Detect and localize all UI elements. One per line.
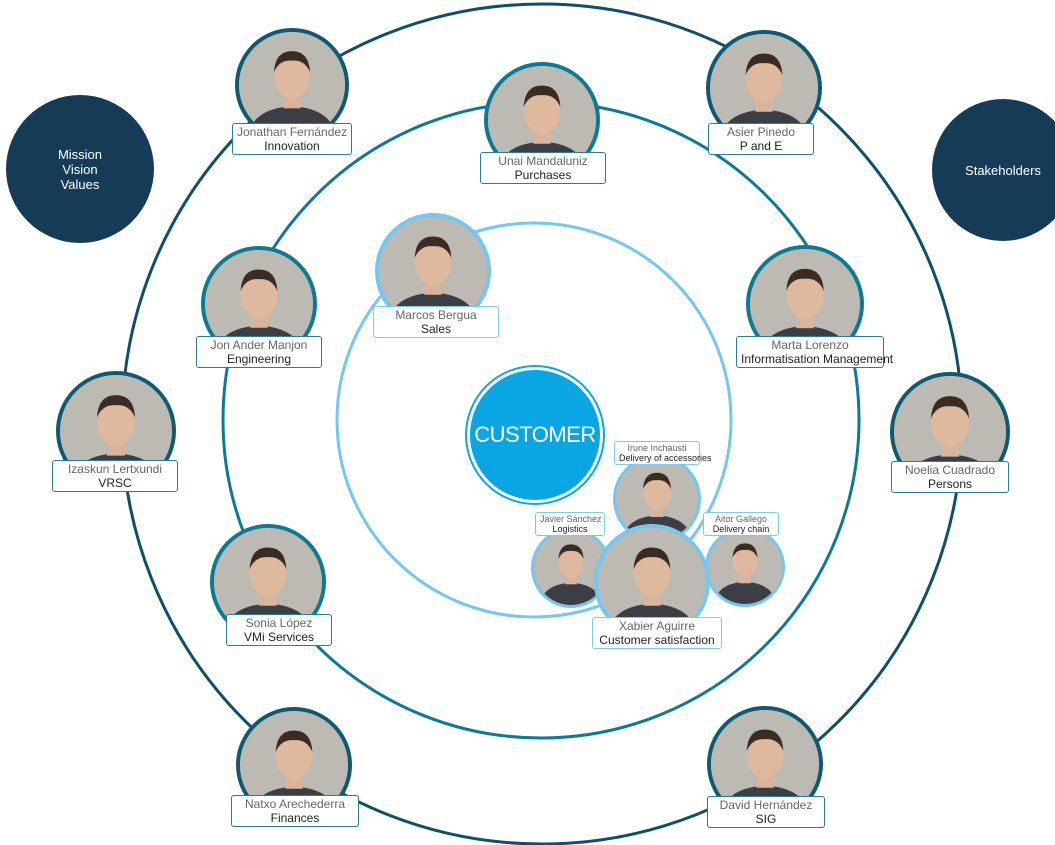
person-name: Izaskun Lertxundi xyxy=(67,462,163,476)
person-label: Natxo Arechederra Finances xyxy=(231,795,359,827)
person-name: Marta Lorenzo xyxy=(771,338,849,352)
stakeholders-label: Stakeholders xyxy=(965,162,1041,178)
person-name: Natxo Arechederra xyxy=(244,797,346,811)
person-name: Xabier Aguirre xyxy=(618,619,696,633)
person-label: Marta Lorenzo Informatisation Management xyxy=(736,336,894,368)
stakeholders-circle: Stakeholders xyxy=(932,99,1055,241)
person-role: VMi Services xyxy=(243,630,314,644)
person-role: Customer satisfaction xyxy=(599,633,715,647)
person-name: Javier Sánchez xyxy=(540,514,602,524)
vision-label: Vision xyxy=(62,161,98,177)
person-name: Jonathan Fernández xyxy=(237,125,348,139)
person-role: Delivery chain xyxy=(712,524,770,534)
person-name: Aitor Gallego xyxy=(714,514,768,524)
person-label: Unai Mandaluniz Purchases xyxy=(480,152,606,184)
inner-ring xyxy=(335,221,733,619)
person-role: Persons xyxy=(927,477,973,491)
person-name: Unai Mandaluniz xyxy=(498,154,588,168)
person-name: David Hernández xyxy=(719,798,813,812)
person-role: Innovation xyxy=(264,139,320,153)
person-role: Engineering xyxy=(226,352,292,366)
person-role: VRSC xyxy=(98,476,132,490)
person-label: Xabier Aguirre Customer satisfaction xyxy=(592,617,722,649)
person-label: Jon Ander Manjon Engineering xyxy=(196,336,322,368)
person-role: Delivery of accessories xyxy=(619,453,712,463)
person-label: David Hernández SIG xyxy=(707,796,825,828)
portrait-placeholder xyxy=(708,530,782,604)
person-label: Jonathan Fernández Innovation xyxy=(232,123,352,155)
person-name: Jon Ander Manjon xyxy=(210,338,308,352)
mission-label: Mission xyxy=(57,146,103,162)
person-name: Asier Pinedo xyxy=(726,125,796,139)
person-name: Sonia López xyxy=(245,616,313,630)
customer-center: CUSTOMER xyxy=(467,367,603,503)
values-label: Values xyxy=(60,176,100,192)
person-label: Sonia López VMi Services xyxy=(226,614,332,646)
person-label: Noelia Cuadrado Persons xyxy=(891,461,1009,493)
person-label: Marcos Bergua Sales xyxy=(373,306,499,338)
person-role: P and E xyxy=(739,139,783,153)
person-role: Sales xyxy=(420,322,452,336)
person-label: Aitor Gallego Delivery chain xyxy=(703,512,779,536)
person-name: Noelia Cuadrado xyxy=(904,463,996,477)
person-name: Marcos Bergua xyxy=(395,308,477,322)
person-role: Informatisation Management xyxy=(741,352,894,366)
person-label: Javier Sánchez Logistics xyxy=(535,512,605,536)
person-label: Irune Inchausti Delivery of accessories xyxy=(614,441,712,465)
mission-vision-values-circle: Mission Vision Values xyxy=(6,95,154,243)
person-label: Izaskun Lertxundi VRSC xyxy=(52,460,178,492)
avatar xyxy=(705,527,785,607)
customer-label: CUSTOMER xyxy=(474,422,596,447)
person-label: Asier Pinedo P and E xyxy=(708,123,814,155)
person-role: Purchases xyxy=(514,168,572,182)
person-name: Irune Inchausti xyxy=(627,443,687,453)
person-role: Finances xyxy=(270,811,320,825)
person-role: SIG xyxy=(755,812,777,826)
person-role: Logistics xyxy=(552,524,588,534)
